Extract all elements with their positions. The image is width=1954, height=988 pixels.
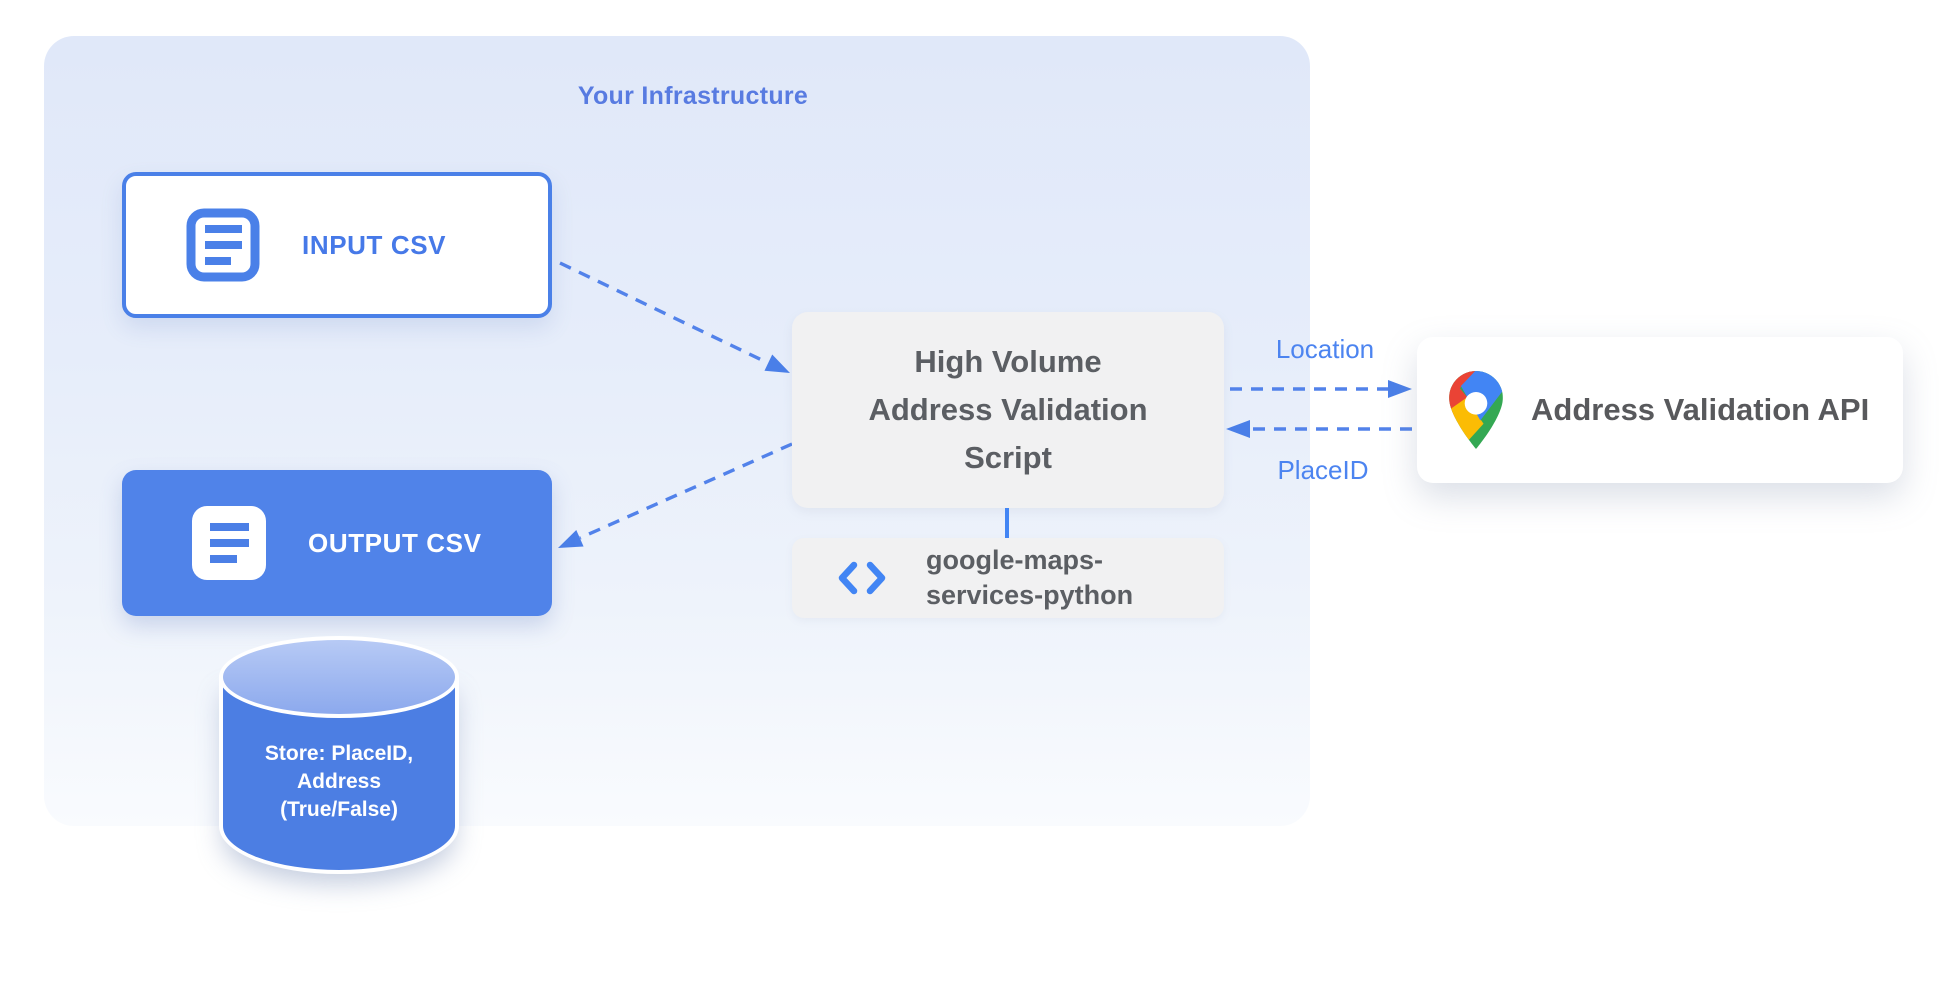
script-node: High Volume Address Validation Script	[792, 312, 1224, 508]
document-icon	[186, 208, 260, 282]
output-csv-label: OUTPUT CSV	[308, 527, 482, 558]
datastore-label: Store: PlaceID, Address (True/False)	[219, 740, 459, 824]
google-maps-pin-icon	[1449, 371, 1503, 449]
datastore-cylinder: Store: PlaceID, Address (True/False)	[219, 636, 459, 874]
output-csv-node: OUTPUT CSV	[122, 470, 552, 616]
document-icon	[192, 506, 266, 580]
script-label: High Volume Address Validation Script	[868, 338, 1147, 482]
script-line: High Volume	[914, 344, 1102, 379]
arrowhead-into-api	[1388, 380, 1412, 398]
library-node: google-maps- services-python	[792, 538, 1224, 618]
library-label: google-maps- services-python	[926, 543, 1133, 613]
datastore-line: Store: PlaceID,	[264, 742, 414, 765]
cylinder-top	[219, 636, 459, 718]
code-icon	[838, 561, 886, 595]
placeid-edge-label: PlaceID	[1277, 455, 1369, 485]
input-csv-label: INPUT CSV	[302, 229, 447, 260]
script-library-connector	[1005, 508, 1009, 539]
infrastructure-title: Your Infrastructure	[577, 82, 809, 110]
script-line: Address Validation	[868, 392, 1148, 427]
datastore-line: Address	[296, 770, 382, 793]
location-edge-label: Location	[1275, 334, 1375, 364]
input-csv-node: INPUT CSV	[122, 172, 552, 318]
datastore-line: (True/False)	[280, 798, 398, 821]
api-node: Address Validation API	[1417, 337, 1903, 483]
library-line: google-maps-	[926, 545, 1104, 575]
library-line: services-python	[926, 580, 1134, 610]
api-label: Address Validation API	[1531, 392, 1870, 427]
script-line: Script	[964, 440, 1052, 475]
